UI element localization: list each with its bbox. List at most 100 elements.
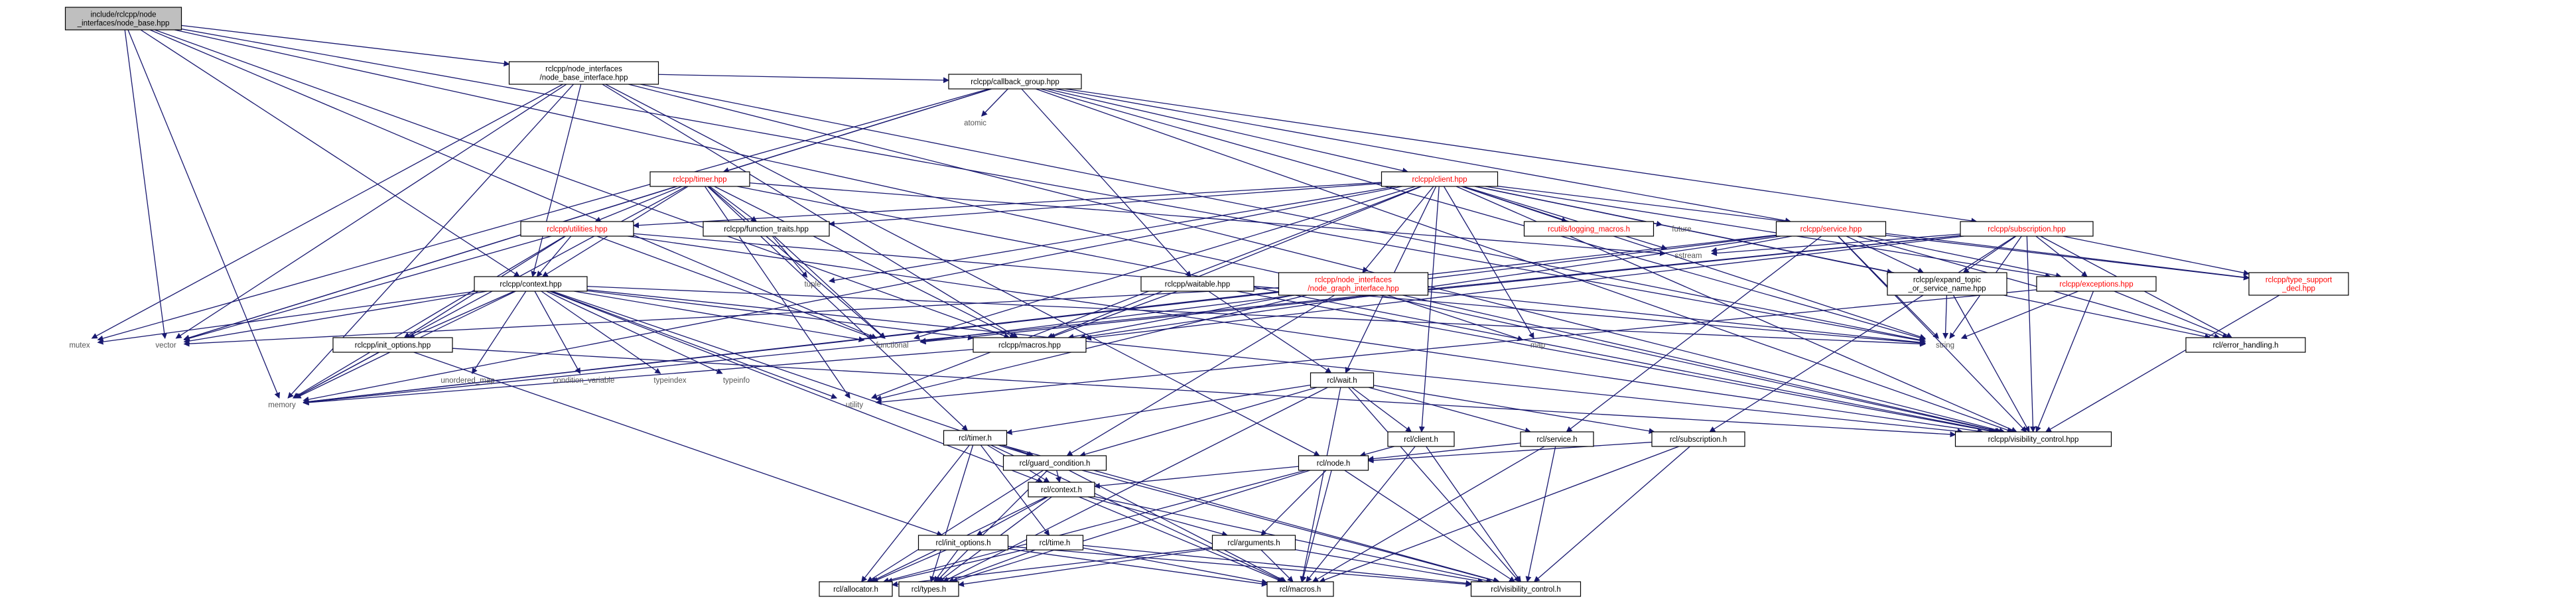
node-wait_h[interactable]: rcl/wait.h: [1310, 372, 1375, 388]
node-utility: utility: [846, 401, 863, 409]
edge-client_h-to-node_h: [1359, 446, 1394, 458]
edge-client_hpp-to-memory: [303, 186, 1402, 403]
node-root[interactable]: include/rclcpp/node_interfaces/node_base…: [64, 7, 182, 31]
node-exceptions[interactable]: rclcpp/exceptions.hpp: [2036, 276, 2157, 292]
node-guard[interactable]: rcl/guard_condition.h: [1002, 455, 1107, 471]
node-label: /node_base_interface.hpp: [540, 74, 628, 82]
edge-ngi-to-string: [1428, 291, 1926, 346]
node-client_h[interactable]: rcl/client.h: [1387, 431, 1455, 447]
node-label: rclcpp/subscription.hpp: [1988, 226, 2066, 233]
edge-client_hpp-to-ngi: [1362, 186, 1434, 273]
edge-service_hpp-to-macros_hpp: [1079, 235, 1781, 340]
edge-context_h-to-macros_h: [1079, 496, 1284, 583]
node-waitable[interactable]: rclcpp/waitable.hpp: [1140, 276, 1254, 292]
edge-ngi-to-memory: [303, 292, 1279, 405]
edge-timer_h-to-guard: [998, 444, 1033, 457]
node-types_h[interactable]: rcl/types.h: [898, 581, 959, 597]
node-type_support[interactable]: rclcpp/type_support_decl.hpp: [2248, 272, 2349, 296]
edge-client_hpp-to-map: [1443, 186, 1534, 339]
edge-macros_hpp-to-memory: [303, 349, 974, 406]
node-node_h[interactable]: rcl/node.h: [1298, 455, 1369, 471]
node-memory: memory: [268, 401, 296, 409]
node-label: rclcpp/timer.hpp: [673, 176, 726, 184]
edge-node_h-to-types_h: [951, 470, 1310, 583]
node-context_hpp[interactable]: rclcpp/context.hpp: [474, 276, 588, 292]
edge-init_options_h-to-allocator_h: [872, 549, 947, 582]
edge-subscription_h-to-macros_h: [1319, 446, 1680, 583]
node-vis_h[interactable]: rcl/visibility_control.h: [1470, 581, 1582, 597]
node-box: [948, 74, 1082, 90]
edge-exceptions-to-string: [1960, 291, 2078, 340]
node-client_hpp[interactable]: rclcpp/client.hpp: [1381, 171, 1499, 187]
node-future: future: [1672, 226, 1691, 233]
edge-context_hpp-to-condition_variable: [534, 291, 581, 374]
node-arguments_h[interactable]: rcl/arguments.h: [1211, 535, 1296, 551]
node-init_options_h[interactable]: rcl/init_options.h: [917, 535, 1009, 551]
edge-arguments_h-to-macros_h: [1260, 549, 1294, 582]
node-label: rclcpp/waitable.hpp: [1165, 281, 1230, 289]
edge-wait_h-to-macros_h: [1300, 387, 1341, 582]
node-box: [2036, 276, 2157, 292]
node-box: [1140, 276, 1254, 292]
node-context_h[interactable]: rcl/context.h: [1028, 482, 1095, 498]
node-macros_hpp[interactable]: rclcpp/macros.hpp: [973, 337, 1087, 353]
node-timer_hpp[interactable]: rclcpp/timer.hpp: [649, 171, 750, 187]
edge-client_h-to-macros_h: [1306, 446, 1416, 582]
node-box: [649, 171, 750, 187]
node-label: rcl/subscription.h: [1670, 436, 1727, 444]
node-service_h[interactable]: rcl/service.h: [1520, 431, 1594, 447]
node-label: _decl.hpp: [2281, 285, 2315, 293]
edge-wait_h-to-client_h: [1351, 387, 1412, 433]
node-function_traits[interactable]: rclcpp/function_traits.hpp: [703, 221, 830, 237]
node-timer_h[interactable]: rcl/timer.h: [943, 430, 1008, 446]
edge-service_hpp-to-service_h: [1566, 235, 1822, 433]
node-box: [1028, 482, 1095, 498]
node-subscription_h[interactable]: rcl/subscription.h: [1651, 431, 1745, 447]
node-string: string: [1936, 342, 1954, 350]
edge-cbg-to-subscription_hpp: [1065, 88, 1978, 224]
edge-waitable-to-vis_hpp: [1237, 291, 1995, 434]
node-ngi[interactable]: rclcpp/node_interfaces/node_graph_interf…: [1278, 272, 1429, 296]
node-utilities[interactable]: rclcpp/utilities.hpp: [520, 221, 634, 237]
edge-wait_h-to-subscription_h: [1373, 385, 1655, 434]
edge-wait_h-to-timer_h: [1006, 384, 1311, 435]
edge-timer_hpp-to-vector: [183, 186, 677, 341]
node-logging[interactable]: rcutils/logging_macros.h: [1523, 221, 1655, 237]
node-nbi[interactable]: rclcpp/node_interfaces/node_base_interfa…: [508, 61, 659, 85]
node-error_handling[interactable]: rcl/error_handling.h: [2185, 337, 2306, 353]
node-allocator_h[interactable]: rcl/allocator.h: [819, 581, 893, 597]
node-vector: vector: [155, 342, 176, 350]
node-label: string: [1936, 342, 1954, 350]
node-service_hpp[interactable]: rclcpp/service.hpp: [1775, 221, 1887, 237]
node-box: [943, 430, 1008, 446]
edge-context_hpp-to-macros_hpp: [586, 290, 974, 341]
edge-node_h-to-vis_h: [1344, 470, 1516, 582]
node-expand_topic[interactable]: rclcpp/expand_topic_or_service_name.hpp: [1887, 272, 2007, 296]
edge-init_options_h-to-vis_h: [1008, 545, 1472, 588]
node-box: [1002, 455, 1107, 471]
node-macros_h[interactable]: rcl/macros.h: [1266, 581, 1334, 597]
edge-root-to-vis_hpp: [174, 29, 2001, 434]
edge-context_hpp-to-typeindex: [541, 291, 661, 374]
node-cbg[interactable]: rclcpp/callback_group.hpp: [948, 74, 1082, 90]
node-box: [1211, 535, 1296, 551]
edge-time_h-to-macros_h: [1083, 547, 1268, 585]
node-vis_hpp[interactable]: rclcpp/visibility_control.hpp: [1954, 431, 2112, 447]
node-label: rcl/macros.h: [1280, 586, 1322, 594]
node-condition_variable: condition_variable: [553, 377, 615, 385]
node-subscription_hpp[interactable]: rclcpp/subscription.hpp: [1960, 221, 2094, 237]
node-box: [703, 221, 830, 237]
node-label: _or_service_name.hpp: [1908, 285, 1986, 293]
node-label: sstream: [1675, 252, 1702, 260]
node-time_h[interactable]: rcl/time.h: [1026, 535, 1084, 551]
node-label: rclcpp/client.hpp: [1412, 176, 1467, 184]
edge-client_hpp-to-exceptions: [1485, 186, 2052, 279]
node-label: rcl/allocator.h: [833, 586, 878, 594]
edge-context_hpp-to-functional: [574, 291, 865, 342]
node-init_options_hpp[interactable]: rclcpp/init_options.hpp: [332, 337, 453, 353]
edge-init_options_h-to-macros_h: [1008, 548, 1268, 587]
node-box: [917, 535, 1009, 551]
dependency-edges: [91, 25, 2280, 588]
edge-service_h-to-vis_h: [1525, 446, 1556, 582]
edge-subscription_hpp-to-subscription_h: [1709, 235, 2016, 433]
